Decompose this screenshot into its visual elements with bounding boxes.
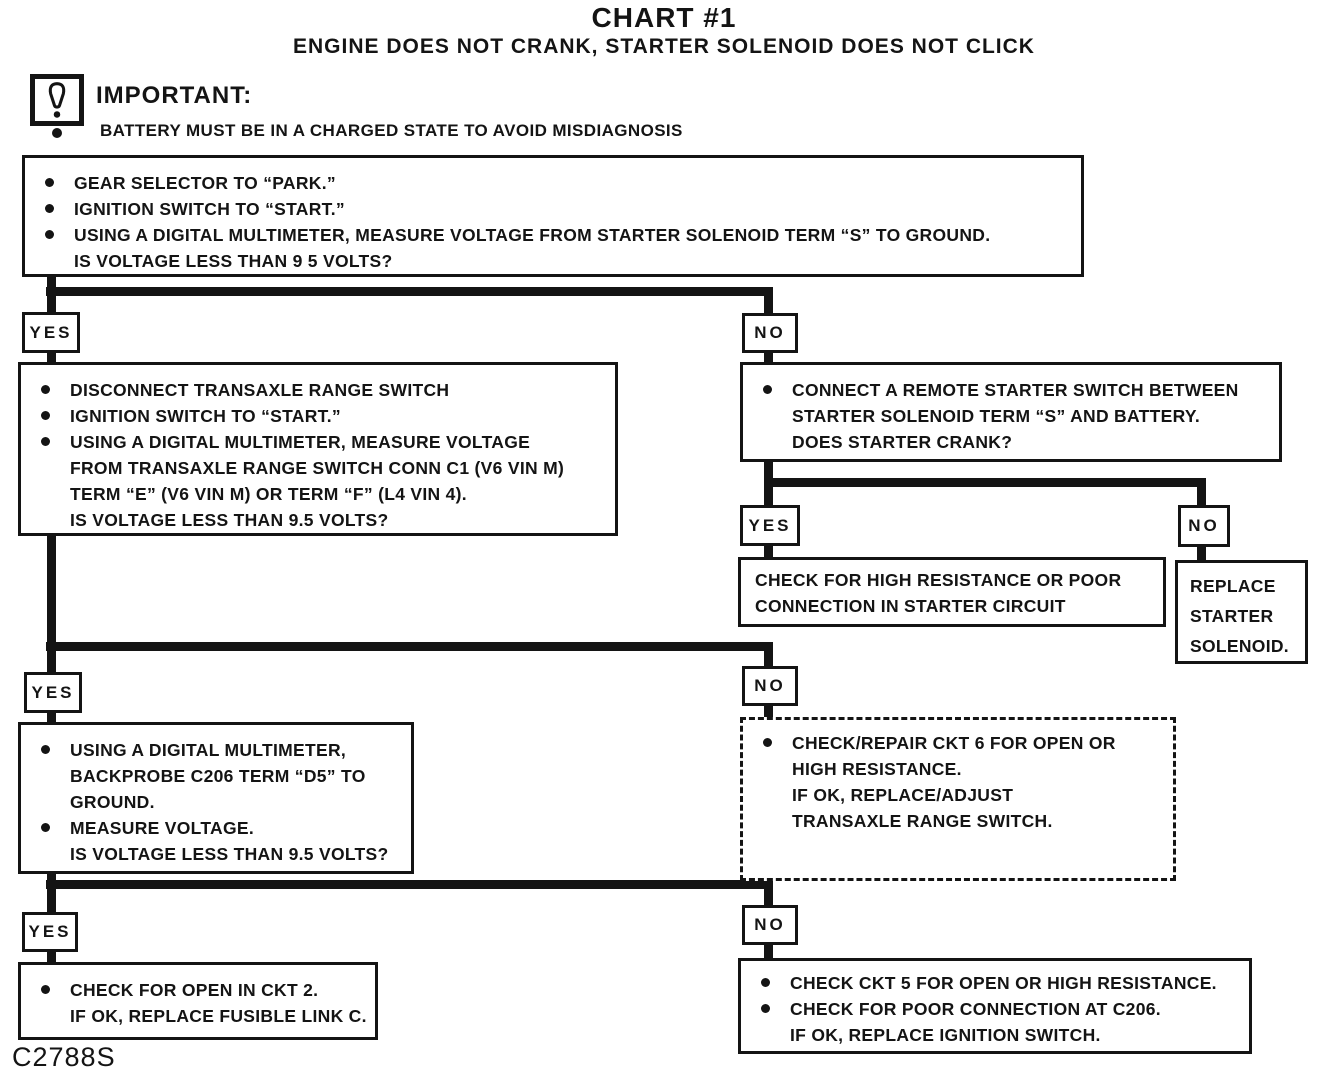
box-line: IS VOLTAGE LESS THAN 9.5 VOLTS?: [70, 510, 389, 530]
box-line: SOLENOID.: [1190, 636, 1289, 656]
box-line: USING A DIGITAL MULTIMETER,: [70, 740, 347, 760]
box-line: IS VOLTAGE LESS THAN 9.5 VOLTS?: [70, 844, 389, 864]
bullet-icon: [41, 385, 50, 394]
yes-label-3: YES: [24, 672, 82, 713]
connector-start-down: [47, 273, 56, 296]
box-repair-ckt6: CHECK/REPAIR CKT 6 FOR OPEN OR HIGH RESI…: [740, 717, 1176, 881]
yes-label-1: YES: [22, 312, 80, 353]
box-replace-starter-solenoid: REPLACE STARTER SOLENOID.: [1175, 560, 1308, 664]
page-title: CHART #1: [591, 2, 737, 33]
yes-text: YES: [748, 515, 792, 535]
connector-transaxle-down: [47, 534, 56, 651]
box-line: IS VOLTAGE LESS THAN 9 5 VOLTS?: [74, 251, 393, 271]
bullet-icon: [761, 1004, 770, 1013]
connector-branch-2: [764, 478, 1206, 487]
box-line: CHECK/REPAIR CKT 6 FOR OPEN OR: [792, 733, 1116, 753]
bullet-icon: [41, 745, 50, 754]
box-check-ckt2: CHECK FOR OPEN IN CKT 2. IF OK, REPLACE …: [18, 962, 378, 1040]
box-transaxle-range-switch-test: DISCONNECT TRANSAXLE RANGE SWITCH IGNITI…: [18, 362, 618, 536]
box-line: STARTER: [1190, 606, 1274, 626]
box-line: USING A DIGITAL MULTIMETER, MEASURE VOLT…: [74, 225, 991, 245]
box-remote-starter-test: CONNECT A REMOTE STARTER SWITCH BETWEEN …: [740, 362, 1282, 462]
box-line: HIGH RESISTANCE.: [792, 759, 962, 779]
bullet-icon: [41, 985, 50, 994]
connector-remote-down: [764, 460, 773, 487]
important-exclamation-icon: [30, 74, 84, 126]
bullet-icon: [41, 823, 50, 832]
bullet-icon: [45, 230, 54, 239]
box-line: STARTER SOLENOID TERM “S” AND BATTERY.: [792, 406, 1201, 426]
bullet-icon: [41, 437, 50, 446]
yes-label-2: YES: [740, 505, 800, 546]
no-label-2: NO: [1178, 505, 1230, 547]
no-text: NO: [754, 676, 786, 695]
box-line: CHECK FOR POOR CONNECTION AT C206.: [790, 999, 1161, 1019]
box-line: IGNITION SWITCH TO “START.”: [74, 199, 345, 219]
box-backprobe-c206-test: USING A DIGITAL MULTIMETER, BACKPROBE C2…: [18, 722, 414, 874]
box-line: CHECK FOR HIGH RESISTANCE OR POOR: [755, 570, 1122, 590]
no-text: NO: [754, 915, 786, 934]
box-check-ckt5: CHECK CKT 5 FOR OPEN OR HIGH RESISTANCE.…: [738, 958, 1252, 1054]
yes-text: YES: [29, 322, 73, 342]
bullet-icon: [763, 738, 772, 747]
important-label: IMPORTANT:: [96, 82, 253, 109]
bullet-icon: [45, 204, 54, 213]
box-line: IF OK, REPLACE FUSIBLE LINK C.: [70, 1006, 367, 1026]
bullet-icon: [761, 978, 770, 987]
box-line: CONNECTION IN STARTER CIRCUIT: [755, 596, 1066, 616]
yes-text: YES: [31, 682, 75, 702]
yes-text: YES: [28, 922, 72, 941]
box-line: IGNITION SWITCH TO “START.”: [70, 406, 341, 426]
connector-branch-4: [46, 880, 773, 889]
page-subtitle: ENGINE DOES NOT CRANK, STARTER SOLENOID …: [293, 35, 1035, 58]
box-line: TRANSAXLE RANGE SWITCH.: [792, 811, 1053, 831]
box-line: MEASURE VOLTAGE.: [70, 818, 255, 838]
box-line: CHECK CKT 5 FOR OPEN OR HIGH RESISTANCE.: [790, 973, 1217, 993]
box-line: CONNECT A REMOTE STARTER SWITCH BETWEEN: [792, 380, 1239, 400]
no-label-3: NO: [742, 666, 798, 706]
exclamation-icon: [48, 82, 66, 118]
yes-label-4: YES: [22, 912, 78, 952]
box-line: CHECK FOR OPEN IN CKT 2.: [70, 980, 319, 1000]
box-line: FROM TRANSAXLE RANGE SWITCH CONN C1 (V6 …: [70, 458, 565, 478]
bullet-icon: [52, 128, 62, 138]
box-line: USING A DIGITAL MULTIMETER, MEASURE VOLT…: [70, 432, 531, 452]
no-text: NO: [754, 323, 786, 342]
no-text: NO: [1188, 516, 1220, 535]
box-line: GROUND.: [70, 792, 155, 812]
connector-branch-3: [46, 642, 773, 651]
bullet-icon: [45, 178, 54, 187]
box-initial-voltage-test: GEAR SELECTOR TO “PARK.” IGNITION SWITCH…: [22, 155, 1084, 277]
connector-branch-1: [46, 287, 773, 296]
important-note: BATTERY MUST BE IN A CHARGED STATE TO AV…: [100, 121, 683, 140]
box-line: IF OK, REPLACE IGNITION SWITCH.: [790, 1025, 1101, 1045]
box-line: REPLACE: [1190, 576, 1276, 596]
box-line: BACKPROBE C206 TERM “D5” TO: [70, 766, 366, 786]
figure-code: C2788S: [12, 1042, 116, 1072]
bullet-icon: [41, 411, 50, 420]
no-label-4: NO: [742, 905, 798, 945]
box-line: DOES STARTER CRANK?: [792, 432, 1013, 452]
box-line: GEAR SELECTOR TO “PARK.”: [74, 173, 336, 193]
box-line: DISCONNECT TRANSAXLE RANGE SWITCH: [70, 380, 450, 400]
box-line: TERM “E” (V6 VIN M) OR TERM “F” (L4 VIN …: [70, 484, 467, 504]
no-label-1: NO: [742, 313, 798, 353]
box-check-starter-circuit: CHECK FOR HIGH RESISTANCE OR POOR CONNEC…: [738, 557, 1166, 627]
box-line: IF OK, REPLACE/ADJUST: [792, 785, 1014, 805]
bullet-icon: [763, 385, 772, 394]
